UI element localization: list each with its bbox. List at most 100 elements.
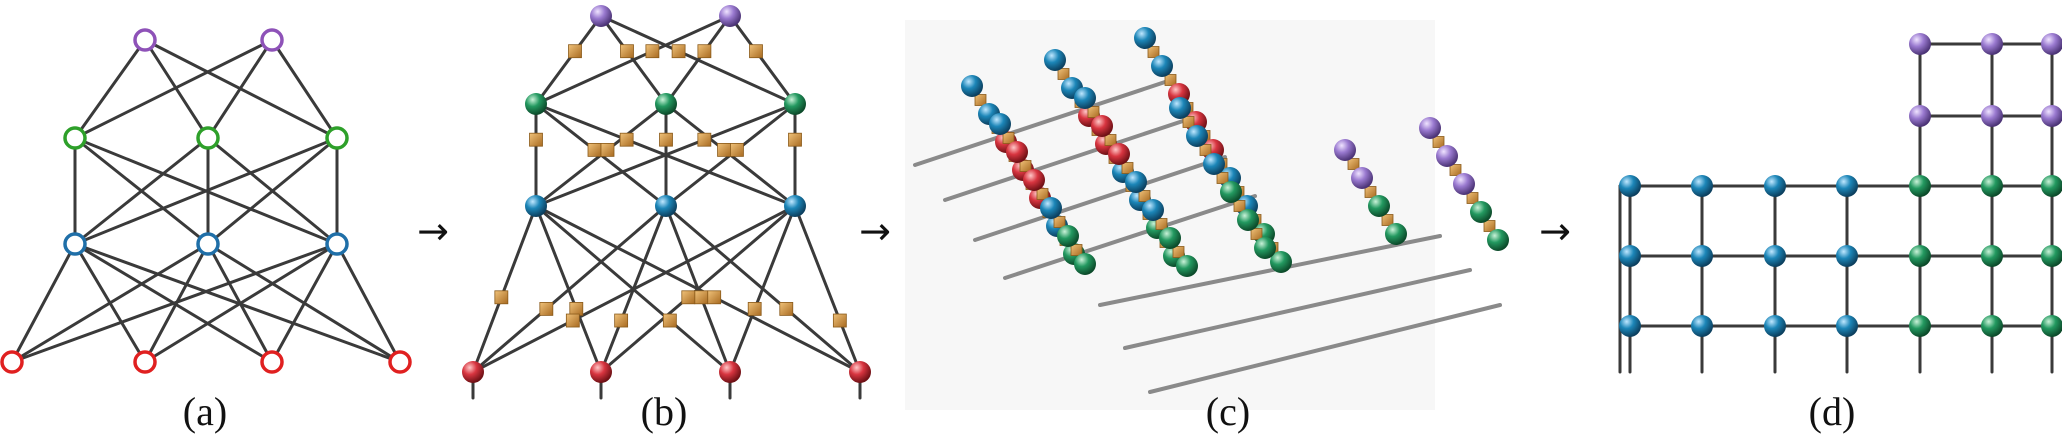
tensor-square bbox=[539, 302, 554, 316]
green-node bbox=[325, 126, 349, 150]
network-edge bbox=[206, 136, 339, 246]
tensor-square bbox=[671, 44, 686, 59]
lattice-rod bbox=[1003, 194, 1257, 280]
lattice-node bbox=[1159, 227, 1181, 249]
network-edge bbox=[335, 242, 402, 364]
lattice-node bbox=[1220, 181, 1242, 203]
purple-node bbox=[2041, 105, 2062, 127]
network-edge bbox=[73, 136, 339, 246]
network-edge bbox=[10, 242, 77, 364]
network-edge bbox=[471, 204, 797, 374]
tensor-square bbox=[645, 44, 660, 59]
lattice-node bbox=[1108, 143, 1130, 165]
purple-node bbox=[260, 28, 284, 52]
tensor-cube bbox=[1199, 144, 1212, 156]
lattice-node bbox=[1044, 49, 1066, 71]
blue-node bbox=[1764, 315, 1786, 337]
red-node bbox=[133, 350, 157, 374]
tensor-square bbox=[494, 290, 509, 305]
tensor-cube bbox=[1250, 228, 1263, 240]
blue-node bbox=[655, 195, 677, 217]
tensor-cube bbox=[1172, 246, 1185, 258]
tensor-cube bbox=[1138, 190, 1151, 202]
tensor-cube bbox=[1216, 172, 1229, 184]
lattice-node bbox=[1176, 255, 1198, 277]
tensor-square bbox=[747, 302, 762, 316]
arrow-b-to-c: → bbox=[859, 209, 891, 253]
tensor-cube bbox=[1381, 214, 1394, 226]
lattice-rod bbox=[1123, 268, 1472, 350]
lattice-node bbox=[1368, 195, 1390, 217]
lattice-rod bbox=[973, 155, 1227, 242]
blue-node bbox=[1836, 245, 1858, 267]
lattice-node bbox=[1057, 225, 1079, 247]
green-node bbox=[63, 126, 87, 150]
tensor-square bbox=[717, 142, 731, 157]
green-node bbox=[1981, 245, 2003, 267]
lattice-node bbox=[1040, 197, 1062, 219]
tensor-square bbox=[614, 313, 629, 328]
lattice-rod bbox=[1098, 234, 1442, 307]
caption-c: (c) bbox=[1205, 389, 1251, 434]
lattice-node bbox=[961, 75, 983, 97]
purple-node bbox=[719, 5, 741, 27]
arrow-c-to-d: → bbox=[1539, 209, 1571, 253]
blue-node bbox=[1619, 245, 1641, 267]
network-edge bbox=[10, 242, 339, 364]
network-edge bbox=[143, 242, 339, 364]
tensor-cube bbox=[974, 94, 987, 106]
panel-c-3d-lattice bbox=[905, 20, 1509, 410]
lattice-node bbox=[1134, 27, 1156, 49]
blue-node bbox=[1619, 175, 1641, 197]
purple-node bbox=[590, 5, 612, 27]
tensor-cube bbox=[1104, 134, 1117, 146]
blue-node bbox=[525, 195, 547, 217]
blue-node bbox=[1691, 315, 1713, 337]
tensor-cube bbox=[1182, 116, 1195, 128]
tensor-square bbox=[619, 132, 634, 147]
network-edge bbox=[471, 204, 668, 374]
red-node bbox=[0, 350, 24, 374]
tensor-square bbox=[659, 132, 673, 147]
caption-b: (b) bbox=[640, 389, 688, 434]
tensor-cube bbox=[1347, 158, 1360, 170]
green-node bbox=[2041, 245, 2062, 267]
panel-b-tensor-network bbox=[462, 5, 871, 400]
caption-a: (a) bbox=[182, 389, 228, 434]
lattice-node bbox=[1254, 237, 1276, 259]
tensor-square bbox=[569, 302, 584, 316]
lattice-node bbox=[1487, 229, 1509, 251]
purple-node bbox=[1909, 33, 1931, 55]
tensor-square bbox=[529, 132, 543, 147]
network-edge bbox=[73, 38, 147, 140]
blue-node bbox=[1836, 315, 1858, 337]
lattice-node bbox=[1006, 141, 1028, 163]
panel-a-network bbox=[0, 28, 412, 374]
network-edge bbox=[534, 102, 797, 208]
tensor-cube bbox=[1121, 162, 1134, 174]
blue-node bbox=[784, 195, 806, 217]
tensor-cube bbox=[1053, 216, 1066, 228]
lattice-node bbox=[1186, 125, 1208, 147]
arrow-a-to-b: → bbox=[417, 209, 449, 253]
network-edge bbox=[73, 242, 402, 364]
blue-node bbox=[196, 232, 220, 256]
tensor-cube bbox=[1070, 244, 1083, 256]
tensor-cube bbox=[1432, 136, 1445, 148]
lattice-node bbox=[1419, 117, 1441, 139]
tensor-square bbox=[707, 290, 722, 305]
lattice-rod bbox=[1148, 303, 1502, 394]
tensor-cube bbox=[1466, 192, 1479, 204]
network-edge bbox=[793, 204, 862, 374]
purple-node bbox=[133, 28, 157, 52]
lattice-node bbox=[1151, 55, 1173, 77]
tensor-cube bbox=[1057, 68, 1070, 80]
network-edge bbox=[270, 242, 339, 364]
lattice-node bbox=[1270, 251, 1292, 273]
tensor-cube bbox=[1164, 74, 1177, 86]
tensor-square bbox=[694, 290, 709, 305]
tensor-square bbox=[620, 44, 634, 59]
red-node bbox=[260, 350, 284, 374]
network-edge bbox=[534, 14, 603, 106]
